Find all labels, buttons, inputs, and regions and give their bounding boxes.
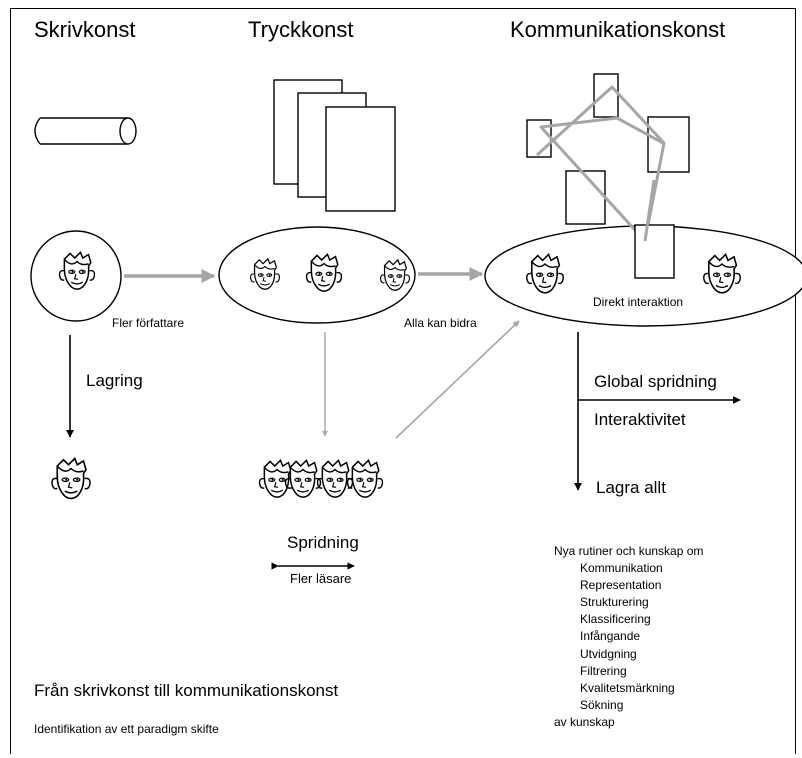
knowledge-item: Klassificering	[580, 612, 651, 626]
knowledge-item: Sökning	[580, 698, 624, 712]
network-documents-icon	[526, 73, 690, 279]
diagram-frame	[10, 8, 796, 754]
footer-subtitle: Identifikation av ett paradigm skifte	[34, 722, 219, 736]
label-more-readers: Fler läsare	[290, 571, 352, 586]
printed-pages-icon	[273, 79, 396, 212]
knowledge-item: Representation	[580, 578, 662, 592]
stored-face-icon	[51, 457, 91, 500]
label-store-everything: Lagra allt	[596, 478, 666, 497]
readers-to-communication-arrow	[395, 320, 520, 439]
knowledge-item: Kommunikation	[580, 561, 663, 575]
knowledge-item: Strukturering	[580, 595, 649, 609]
label-more-authors: Fler författare	[112, 316, 185, 330]
knowledge-item: Infångande	[580, 629, 641, 643]
reader-face-icon	[316, 459, 354, 498]
label-storage: Lagring	[86, 371, 143, 390]
label-spread: Spridning	[287, 533, 359, 552]
knowledge-item: Kvalitetsmärkning	[580, 681, 675, 695]
heading-writing: Skrivkonst	[34, 17, 136, 42]
knowledge-item: Filtrering	[580, 664, 627, 678]
heading-communication: Kommunikationskonst	[510, 17, 726, 42]
footer-title: Från skrivkonst till kommunikationskonst	[34, 681, 339, 700]
knowledge-outro: av kunskap	[554, 715, 615, 729]
scroll-icon	[34, 117, 137, 145]
knowledge-item: Utvidgning	[580, 647, 637, 661]
label-global-spread: Global spridning	[594, 372, 717, 391]
reader-face-icon	[284, 459, 322, 498]
readers-group	[258, 459, 384, 498]
label-interactivity: Interaktivitet	[594, 410, 686, 429]
heading-printing: Tryckkonst	[248, 17, 354, 42]
knowledge-intro: Nya rutiner och kunskap om	[554, 544, 704, 558]
label-direct-interaction: Direkt interaktion	[593, 295, 684, 309]
reader-face-icon	[346, 459, 384, 498]
label-everyone-contributes: Alla kan bidra	[404, 316, 477, 330]
